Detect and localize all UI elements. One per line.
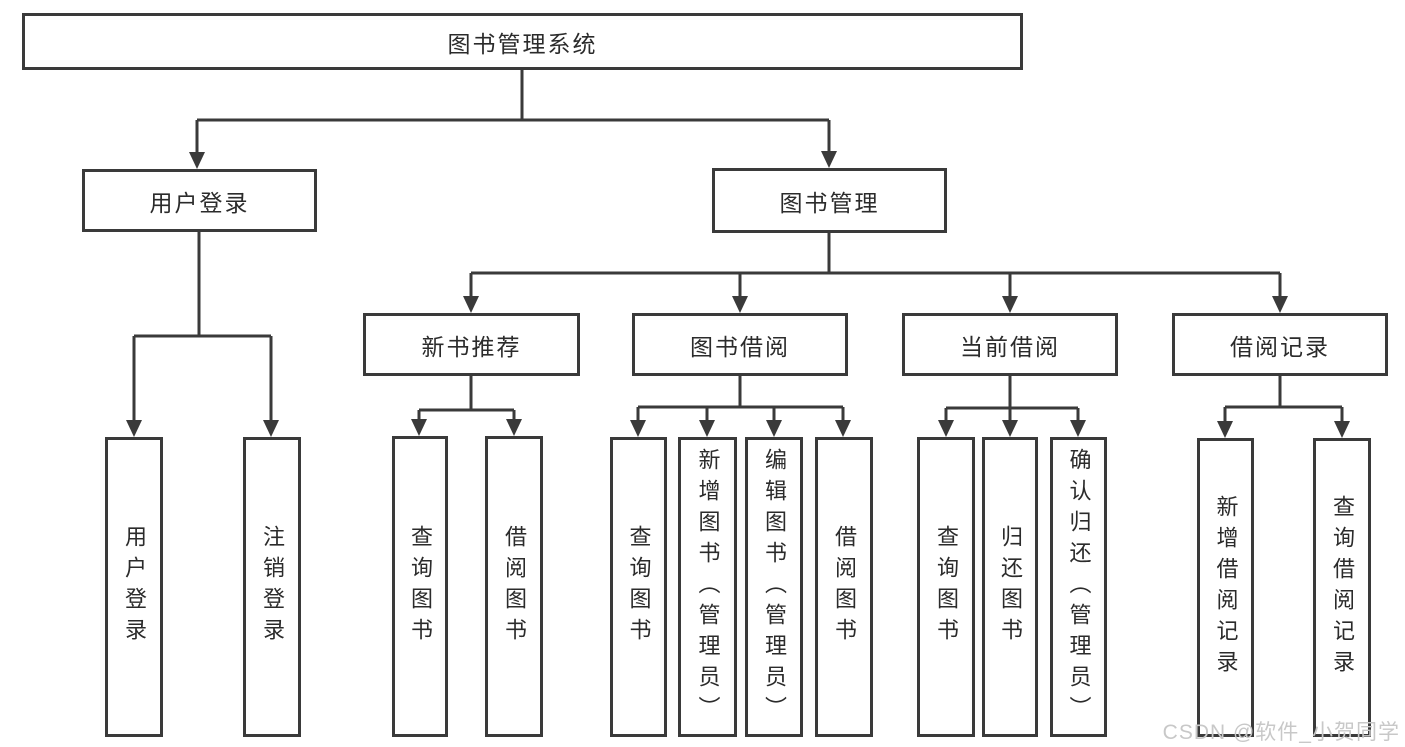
leaf-borrow-edit-admin: 编辑图书（管理员） xyxy=(745,437,803,737)
connector-borrow-record-branch xyxy=(1223,376,1344,424)
connector-new-book-branch xyxy=(417,376,516,422)
arrow-down-icon xyxy=(1272,296,1288,313)
leaf-borrow-edit-admin-label: 编辑图书（管理员） xyxy=(762,447,787,727)
leaf-user-login-label: 用户登录 xyxy=(122,525,147,649)
node-book-borrow: 图书借阅 xyxy=(632,313,848,376)
node-book-borrow-label: 图书借阅 xyxy=(690,333,790,360)
arrow-down-icon xyxy=(1002,420,1018,437)
arrow-down-icon xyxy=(1217,421,1233,438)
leaf-current-return-label: 归还图书 xyxy=(998,525,1023,649)
arrow-down-icon xyxy=(732,296,748,313)
arrow-down-icon xyxy=(1334,421,1350,438)
leaf-logout-label: 注销登录 xyxy=(260,525,285,649)
leaf-record-add: 新增借阅记录 xyxy=(1197,438,1254,737)
arrow-down-icon xyxy=(126,420,142,437)
leaf-borrow-add-admin: 新增图书（管理员） xyxy=(678,437,737,737)
leaf-current-query: 查询图书 xyxy=(917,437,975,737)
node-user-login: 用户登录 xyxy=(82,169,317,232)
node-borrow-record-label: 借阅记录 xyxy=(1230,333,1330,360)
arrowheads xyxy=(126,151,1350,438)
leaf-record-add-label: 新增借阅记录 xyxy=(1213,494,1239,681)
arrow-down-icon xyxy=(821,151,837,168)
arrow-down-icon xyxy=(938,420,954,437)
leaf-newbook-query: 查询图书 xyxy=(392,436,448,737)
arrow-down-icon xyxy=(463,296,479,313)
leaf-current-query-label: 查询图书 xyxy=(934,525,959,649)
node-new-book: 新书推荐 xyxy=(363,313,580,376)
node-current-borrow: 当前借阅 xyxy=(902,313,1118,376)
leaf-record-query-label: 查询借阅记录 xyxy=(1330,494,1355,681)
leaf-borrow-book: 借阅图书 xyxy=(815,437,873,737)
leaf-borrow-query-label: 查询图书 xyxy=(626,525,652,649)
arrow-down-icon xyxy=(263,420,279,437)
leaf-borrow-query: 查询图书 xyxy=(610,437,667,737)
arrow-down-icon xyxy=(189,152,205,169)
node-book-mgmt-label: 图书管理 xyxy=(779,189,880,216)
csdn-watermark: CSDN @软件_小贺同学 xyxy=(1162,721,1400,744)
leaf-current-confirm-admin-label: 确认归还（管理员） xyxy=(1066,447,1092,727)
node-root-label: 图书管理系统 xyxy=(447,30,598,57)
arrow-down-icon xyxy=(506,419,522,436)
arrow-down-icon xyxy=(1002,296,1018,313)
node-new-book-label: 新书推荐 xyxy=(421,333,522,360)
connector-book-borrow-branch xyxy=(636,376,845,423)
connector-user-login-branch xyxy=(132,232,273,423)
arrow-down-icon xyxy=(1070,420,1086,437)
connector-current-borrow-branch xyxy=(944,376,1080,423)
leaf-newbook-borrow-label: 借阅图书 xyxy=(502,524,527,649)
node-borrow-record: 借阅记录 xyxy=(1172,313,1388,376)
leaf-borrow-add-admin-label: 新增图书（管理员） xyxy=(695,447,721,727)
arrow-down-icon xyxy=(411,419,427,436)
leaf-newbook-borrow: 借阅图书 xyxy=(485,436,543,737)
connector-book-mgmt-branch xyxy=(469,233,1282,299)
leaf-logout: 注销登录 xyxy=(243,437,301,737)
node-current-borrow-label: 当前借阅 xyxy=(960,333,1060,360)
connector-root-to-level2 xyxy=(195,70,831,155)
arrow-down-icon xyxy=(835,420,851,437)
arrow-down-icon xyxy=(630,420,646,437)
leaf-user-login: 用户登录 xyxy=(105,437,163,737)
arrow-down-icon xyxy=(766,420,782,437)
leaf-current-confirm-admin: 确认归还（管理员） xyxy=(1050,437,1107,737)
node-user-login-label: 用户登录 xyxy=(149,189,250,216)
leaf-newbook-query-label: 查询图书 xyxy=(408,524,433,649)
leaf-borrow-book-label: 借阅图书 xyxy=(832,525,857,649)
arrow-down-icon xyxy=(699,420,715,437)
leaf-current-return: 归还图书 xyxy=(982,437,1038,737)
node-root: 图书管理系统 xyxy=(22,13,1023,70)
node-book-mgmt: 图书管理 xyxy=(712,168,947,233)
leaf-record-query: 查询借阅记录 xyxy=(1313,438,1371,737)
